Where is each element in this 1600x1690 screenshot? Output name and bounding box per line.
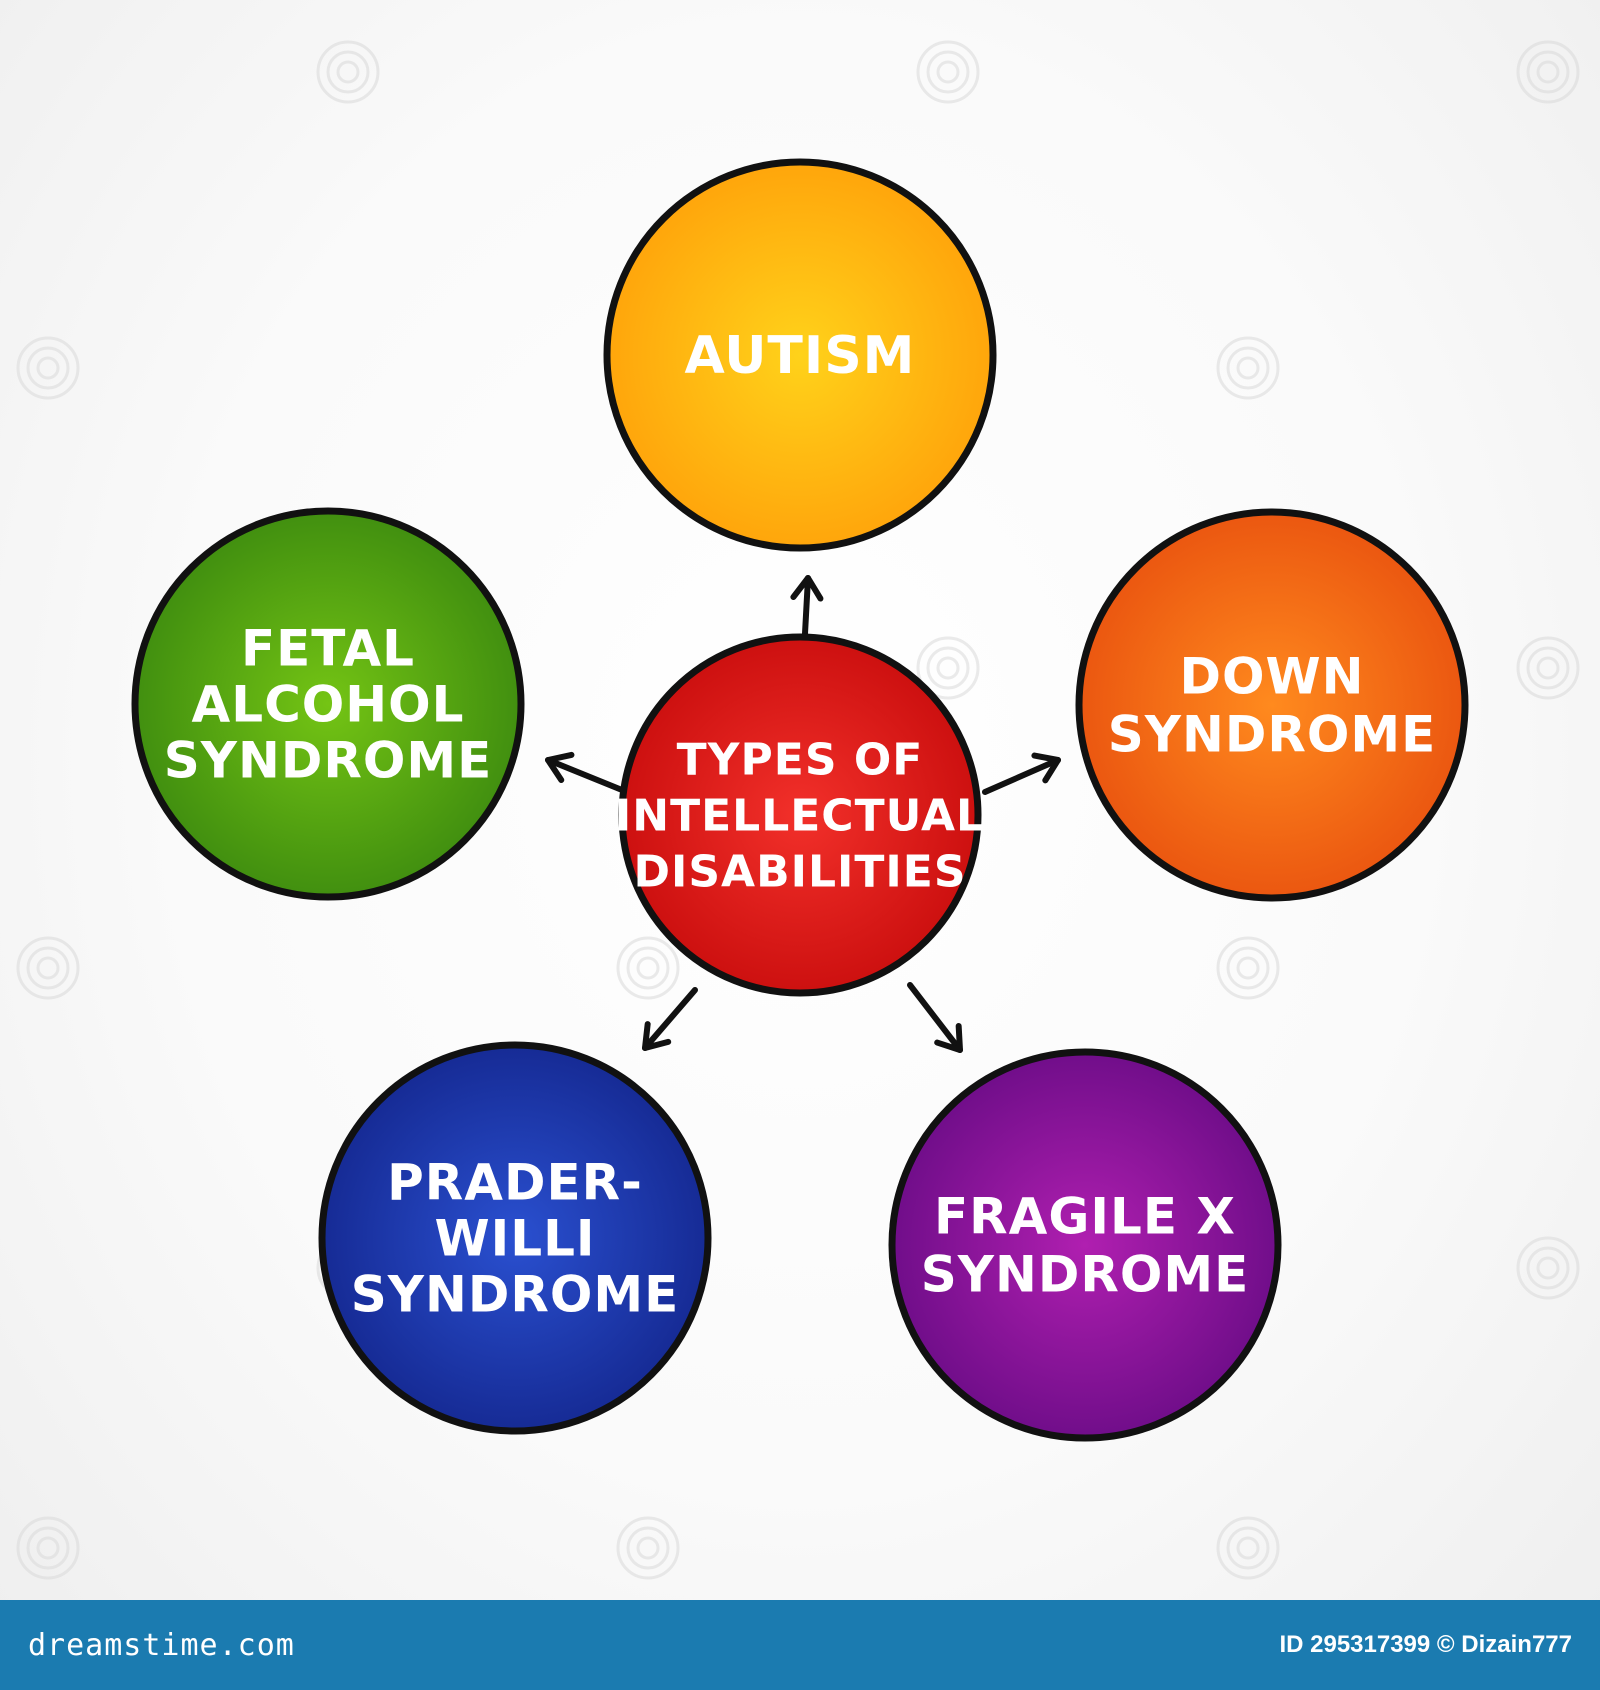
watermark-spiral-icon: [16, 1516, 80, 1580]
node-down-syndrome-label-line: SYNDROME: [1108, 706, 1436, 764]
watermark-spiral-icon: [616, 936, 680, 1000]
node-fetal-alcohol-syndrome-circle: [131, 507, 525, 901]
watermark-spiral-icon: [1216, 336, 1280, 400]
arrow-to-fetal-alcohol-syndrome: [545, 751, 625, 793]
watermark-spiral-icon: [916, 40, 980, 104]
node-fetal-alcohol-syndrome-label-line: ALCOHOL: [192, 676, 465, 734]
node-autism: AUTISM: [603, 158, 997, 552]
node-prader-willi-syndrome-circle: [318, 1041, 712, 1435]
node-down-syndrome-label-line: DOWN: [1179, 648, 1364, 706]
center-node-types-of-intellectual-disabilities-circle: [618, 633, 982, 997]
watermark-spiral-icon: [16, 936, 80, 1000]
node-prader-willi-syndrome-label-line: PRADER-: [387, 1154, 643, 1212]
watermark-spiral-icon: [1216, 936, 1280, 1000]
arrow-to-prader-willi-syndrome: [642, 987, 698, 1051]
watermark-spiral-icon: [1516, 1236, 1580, 1300]
node-prader-willi-syndrome-label-line: SYNDROME: [351, 1266, 679, 1324]
center-node-types-of-intellectual-disabilities-label-line: TYPES OF: [677, 734, 924, 785]
footer-bar: dreamstime.com ID 295317399 © Dizain777: [0, 1600, 1600, 1690]
footer-image-credit: ID 295317399 © Dizain777: [1279, 1631, 1572, 1658]
arrow-to-fragile-x-syndrome: [907, 982, 963, 1053]
center-node-types-of-intellectual-disabilities-label-line: INTELLECTUAL: [615, 790, 985, 841]
footer-brand[interactable]: dreamstime.com: [28, 1627, 295, 1663]
node-autism-circle: [603, 158, 997, 552]
watermark-spiral-icon: [1516, 636, 1580, 700]
watermark-spiral-icon: [16, 336, 80, 400]
node-down-syndrome-circle: [1075, 508, 1469, 902]
watermark-spiral-icon: [916, 636, 980, 700]
watermark-spiral-icon: [1216, 1516, 1280, 1580]
center-node-types-of-intellectual-disabilities-label-line: DISABILITIES: [633, 846, 966, 897]
node-fetal-alcohol-syndrome-label-line: FETAL: [241, 620, 415, 678]
watermark-spiral-icon: [616, 1516, 680, 1580]
node-autism-label-line: AUTISM: [685, 326, 916, 386]
watermark-spiral-icon: [316, 40, 380, 104]
node-fragile-x-syndrome-circle: [888, 1048, 1282, 1442]
node-fragile-x-syndrome-label-line: SYNDROME: [921, 1246, 1249, 1304]
watermark-spiral-icon: [1516, 40, 1580, 104]
node-fragile-x-syndrome-label-line: FRAGILE X: [934, 1188, 1236, 1246]
node-prader-willi-syndrome-label-line: WILLI: [434, 1210, 595, 1268]
arrow-to-down-syndrome: [982, 752, 1061, 795]
node-fetal-alcohol-syndrome-label-line: SYNDROME: [164, 732, 492, 790]
